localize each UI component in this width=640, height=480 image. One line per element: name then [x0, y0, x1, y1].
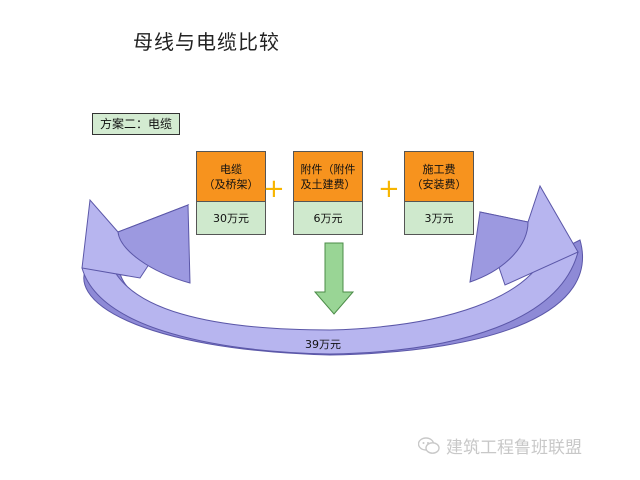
- plus-sign-2: +: [378, 174, 400, 204]
- cost-box-accessories: 附件（附件 及土建费） 6万元: [293, 151, 363, 235]
- cost-box-value: 30万元: [197, 202, 265, 234]
- cost-box-label-line2: （及桥架）: [203, 177, 259, 191]
- right-inner-sweep: [469, 211, 529, 283]
- watermark-text: 建筑工程鲁班联盟: [446, 438, 582, 458]
- cost-box-cable: 电缆 （及桥架） 30万元: [196, 151, 266, 235]
- total-value: 39万元: [305, 338, 341, 351]
- left-inner-sweep: [117, 204, 191, 284]
- watermark: 建筑工程鲁班联盟: [418, 433, 582, 458]
- cost-box-value: 3万元: [405, 202, 473, 234]
- down-arrow: [313, 242, 355, 315]
- cost-box-installation: 施工费 （安装费） 3万元: [404, 151, 474, 235]
- cost-box-label-line1: 施工费: [422, 162, 456, 176]
- cost-box-label-line1: 附件（附件: [300, 162, 356, 176]
- plus-sign-1: +: [263, 174, 285, 204]
- cost-box-value: 6万元: [294, 202, 362, 234]
- cost-box-label-line2: （安装费）: [411, 177, 467, 191]
- cost-box-label-line1: 电缆: [220, 162, 242, 176]
- scheme-label: 方案二：电缆: [92, 113, 180, 135]
- page-title: 母线与电缆比较: [133, 30, 280, 54]
- cost-box-header: 电缆 （及桥架）: [197, 152, 265, 202]
- wechat-icon: [418, 436, 440, 454]
- cost-box-header: 施工费 （安装费）: [405, 152, 473, 202]
- cost-box-label-line2: 及土建费）: [300, 177, 356, 191]
- cost-box-header: 附件（附件 及土建费）: [294, 152, 362, 202]
